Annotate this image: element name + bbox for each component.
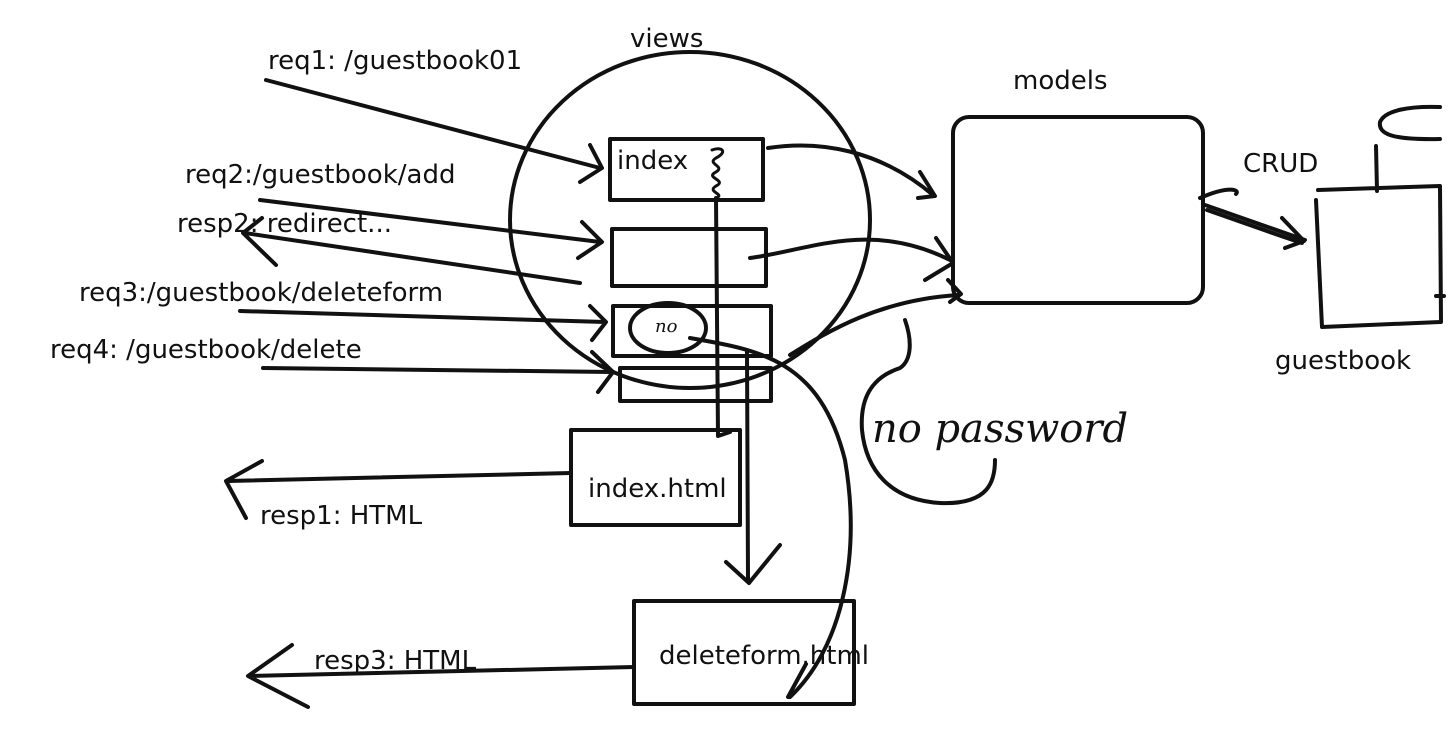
req3-arrow — [238, 304, 608, 342]
models-box — [951, 115, 1205, 305]
add-to-models-curve — [748, 236, 955, 282]
resp2-label: resp2: redirect... — [177, 209, 392, 239]
index-to-models-curve — [766, 143, 937, 200]
no-to-deleteform-curve — [688, 336, 853, 699]
no-password-loop — [859, 318, 997, 506]
index-html-label: index.html — [588, 474, 727, 504]
crud-arrows — [1198, 187, 1307, 250]
crud-label: CRUD — [1243, 149, 1319, 179]
req4-label: req4: /guestbook/delete — [50, 335, 362, 365]
guestbook-db-top — [1377, 104, 1442, 142]
resp1-arrow — [224, 459, 573, 520]
views-label: views — [630, 24, 704, 54]
deleteform-html-box — [632, 599, 856, 706]
resp2-arrow — [241, 216, 582, 285]
no-password-note: no password — [872, 406, 1129, 452]
guestbook-label: guestbook — [1275, 346, 1412, 376]
index-view-box — [608, 137, 765, 202]
index-label: index — [617, 146, 689, 176]
req1-arrow — [264, 78, 604, 184]
views-circle — [508, 50, 872, 390]
delete-view-box — [618, 366, 773, 403]
req2-label: req2:/guestbook/add — [185, 160, 456, 190]
req1-label: req1: /guestbook01 — [268, 46, 523, 76]
deleteform-html-label: deleteform.html — [659, 641, 870, 671]
deleteform-to-models-curve — [788, 278, 963, 357]
resp1-label: resp1: HTML — [260, 501, 423, 531]
index-to-template-line — [714, 196, 732, 438]
req3-label: req3:/guestbook/deleteform — [79, 278, 444, 308]
req4-arrow — [261, 350, 615, 394]
deleteform-to-template-line — [724, 350, 782, 585]
no-circle-note: no — [655, 316, 678, 337]
index-html-box — [569, 428, 742, 527]
index-squiggle — [710, 147, 725, 200]
req2-arrow — [258, 198, 604, 260]
guestbook-db-body — [1314, 144, 1446, 329]
add-view-box — [610, 227, 768, 288]
deleteform-view-box — [611, 304, 773, 358]
resp3-label: resp3: HTML — [314, 646, 477, 676]
models-label: models — [1013, 66, 1108, 96]
no-annotation-circle — [628, 301, 708, 355]
resp3-arrow — [246, 643, 636, 709]
